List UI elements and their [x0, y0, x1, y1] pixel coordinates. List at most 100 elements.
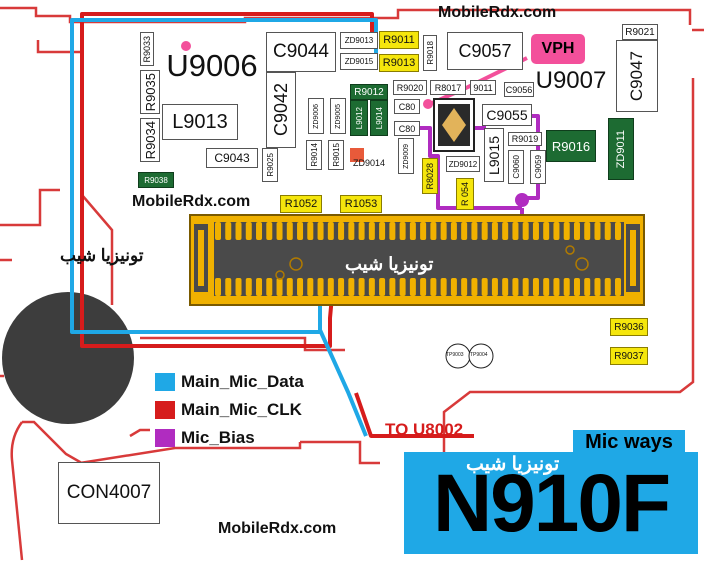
connector-pin-bottom: [522, 278, 529, 296]
comp-r9035: R9035: [140, 70, 160, 114]
connector-pin-top: [358, 222, 365, 240]
comp-u9006: U9006: [166, 48, 258, 83]
comp-r9020: R9020: [393, 80, 427, 95]
via-circles: [275, 245, 589, 280]
comp-r9038: R9038: [138, 172, 174, 188]
comp-r9016: R9016: [546, 130, 596, 162]
connector-pin-bottom: [450, 278, 457, 296]
comp-r8028: R8028: [422, 158, 438, 194]
connector-pin-bottom: [389, 278, 396, 296]
connector-pin-top: [379, 222, 386, 240]
comp-l9015: L9015: [484, 128, 504, 182]
connector-pin-top: [420, 222, 427, 240]
connector-pin-top: [368, 222, 375, 240]
comp-c80-a: C80: [394, 99, 420, 114]
connector-pin-top: [286, 222, 293, 240]
connector-pin-bottom: [266, 278, 273, 296]
tp9004-label: TP9004: [470, 352, 488, 358]
zd9014-body: [350, 148, 364, 162]
comp-zd9011: ZD9011: [608, 118, 634, 180]
comp-zd9015: ZD9015: [340, 53, 378, 70]
comp-r9034: R9034: [140, 118, 160, 162]
connector-pin-bottom: [348, 278, 355, 296]
connector-pin-top: [430, 222, 437, 240]
comp-l9013: L9013: [162, 104, 238, 140]
legend-swatch-mic-data: [155, 373, 175, 391]
comp-zd9014: ZD9014: [352, 158, 386, 168]
legend-swatch-mic-clk: [155, 401, 175, 419]
connector-pin-top: [225, 222, 232, 240]
watermark-arabic-left: تونيزيا شيب: [60, 246, 144, 265]
legend-item-mic-data: Main_Mic_Data: [155, 372, 304, 392]
watermark-bottom: MobileRdx.com: [218, 520, 337, 537]
comp-r9014: R9014: [306, 140, 322, 170]
connector-pin-top: [215, 222, 221, 240]
connector-pin-top: [327, 222, 334, 240]
comp-c9055: C9055: [482, 104, 532, 126]
comp-r9013: R9013: [379, 54, 419, 72]
connector-pin-top: [594, 222, 601, 240]
connector-pin-bottom: [420, 278, 427, 296]
connector-pin-top: [522, 222, 529, 240]
connector-pins-bottom: [215, 278, 621, 296]
connector-pin-bottom: [225, 278, 232, 296]
legend-label-mic-bias: Mic_Bias: [181, 428, 255, 447]
connector-pin-bottom: [307, 278, 314, 296]
connector-pin-top: [399, 222, 406, 240]
watermark-arabic-connector: تونيزيا شيب: [345, 254, 434, 274]
connector-pin-bottom: [471, 278, 478, 296]
connector-pin-bottom: [245, 278, 252, 296]
connector-pin-bottom: [338, 278, 345, 296]
connector-pin-bottom: [327, 278, 334, 296]
connector-pin-top: [584, 222, 591, 240]
comp-r1053: R1053: [340, 195, 382, 213]
connector-pin-bottom: [317, 278, 324, 296]
comp-c9057: C9057: [447, 32, 523, 70]
connector-pin-top: [512, 222, 519, 240]
connector-pin-bottom: [235, 278, 242, 296]
watermark-mid: MobileRdx.com: [132, 193, 251, 210]
connector-pin-bottom: [358, 278, 365, 296]
comp-u9007: U9007: [535, 67, 607, 94]
vph-label: VPH: [531, 34, 585, 64]
connector-pin-bottom: [594, 278, 601, 296]
connector-pin-bottom: [409, 278, 416, 296]
connector-pin-top: [481, 222, 488, 240]
connector-pin-bottom: [604, 278, 611, 296]
probe-dot: [181, 41, 191, 51]
comp-zd9012: ZD9012: [446, 156, 480, 172]
comp-zd9005: ZD9005: [330, 98, 346, 134]
watermark-top: MobileRdx.com: [438, 4, 557, 21]
connector-pin-top: [317, 222, 324, 240]
connector-pin-bottom: [256, 278, 263, 296]
comp-c9043: C9043: [206, 148, 258, 168]
comp-zd9006: ZD9006: [308, 98, 324, 134]
connector-pin-bottom: [512, 278, 519, 296]
comp-l9014: L9014: [370, 100, 388, 136]
comp-r9033: R9033: [140, 32, 154, 66]
connector-pin-top: [491, 222, 498, 240]
comp-c9056: C9056: [504, 82, 534, 97]
connector-pin-bottom: [491, 278, 498, 296]
connector-pin-bottom: [615, 278, 621, 296]
connector-pin-bottom: [379, 278, 386, 296]
connector-pin-bottom: [461, 278, 468, 296]
bias-solder-point: [515, 193, 529, 207]
comp-c9060: C9060: [508, 150, 524, 184]
connector-pin-bottom: [440, 278, 447, 296]
connector-pin-bottom: [532, 278, 539, 296]
comp-zd9009: ZD9009: [398, 138, 414, 174]
comp-c9059: C9059: [530, 150, 546, 184]
connector-pin-top: [409, 222, 416, 240]
connector-pin-top: [615, 222, 621, 240]
connector-pin-top: [450, 222, 457, 240]
connector-pin-top: [502, 222, 509, 240]
legend-label-mic-data: Main_Mic_Data: [181, 372, 304, 391]
comp-r9011b: 9011: [470, 80, 496, 95]
comp-r8017: R8017: [430, 80, 466, 95]
model-title: N910F: [432, 458, 671, 549]
mic-data-trace: [70, 18, 378, 437]
connector-pin-bottom: [553, 278, 560, 296]
connector-pins-top: [215, 222, 621, 240]
u9007-ic: [433, 98, 475, 152]
